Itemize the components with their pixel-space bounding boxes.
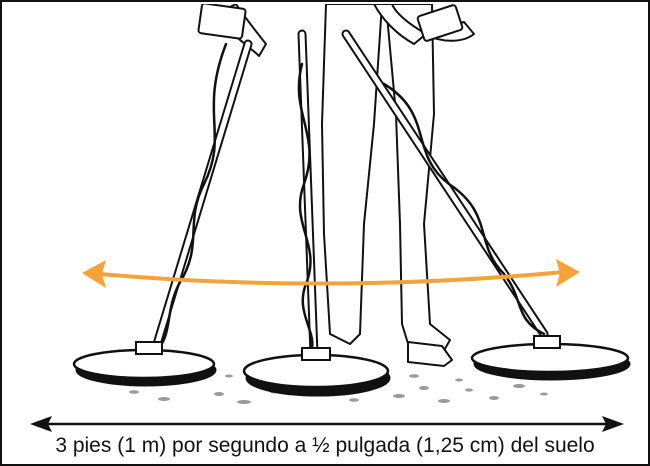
metal-detector-sweep-illustration	[4, 4, 650, 404]
distance-caption: 3 pies (1 m) por segundo a ½ pulgada (1,…	[2, 434, 648, 458]
person-legs	[322, 4, 452, 366]
left-detector	[74, 44, 248, 386]
right-detector	[346, 34, 630, 380]
distance-arrow	[4, 412, 650, 436]
